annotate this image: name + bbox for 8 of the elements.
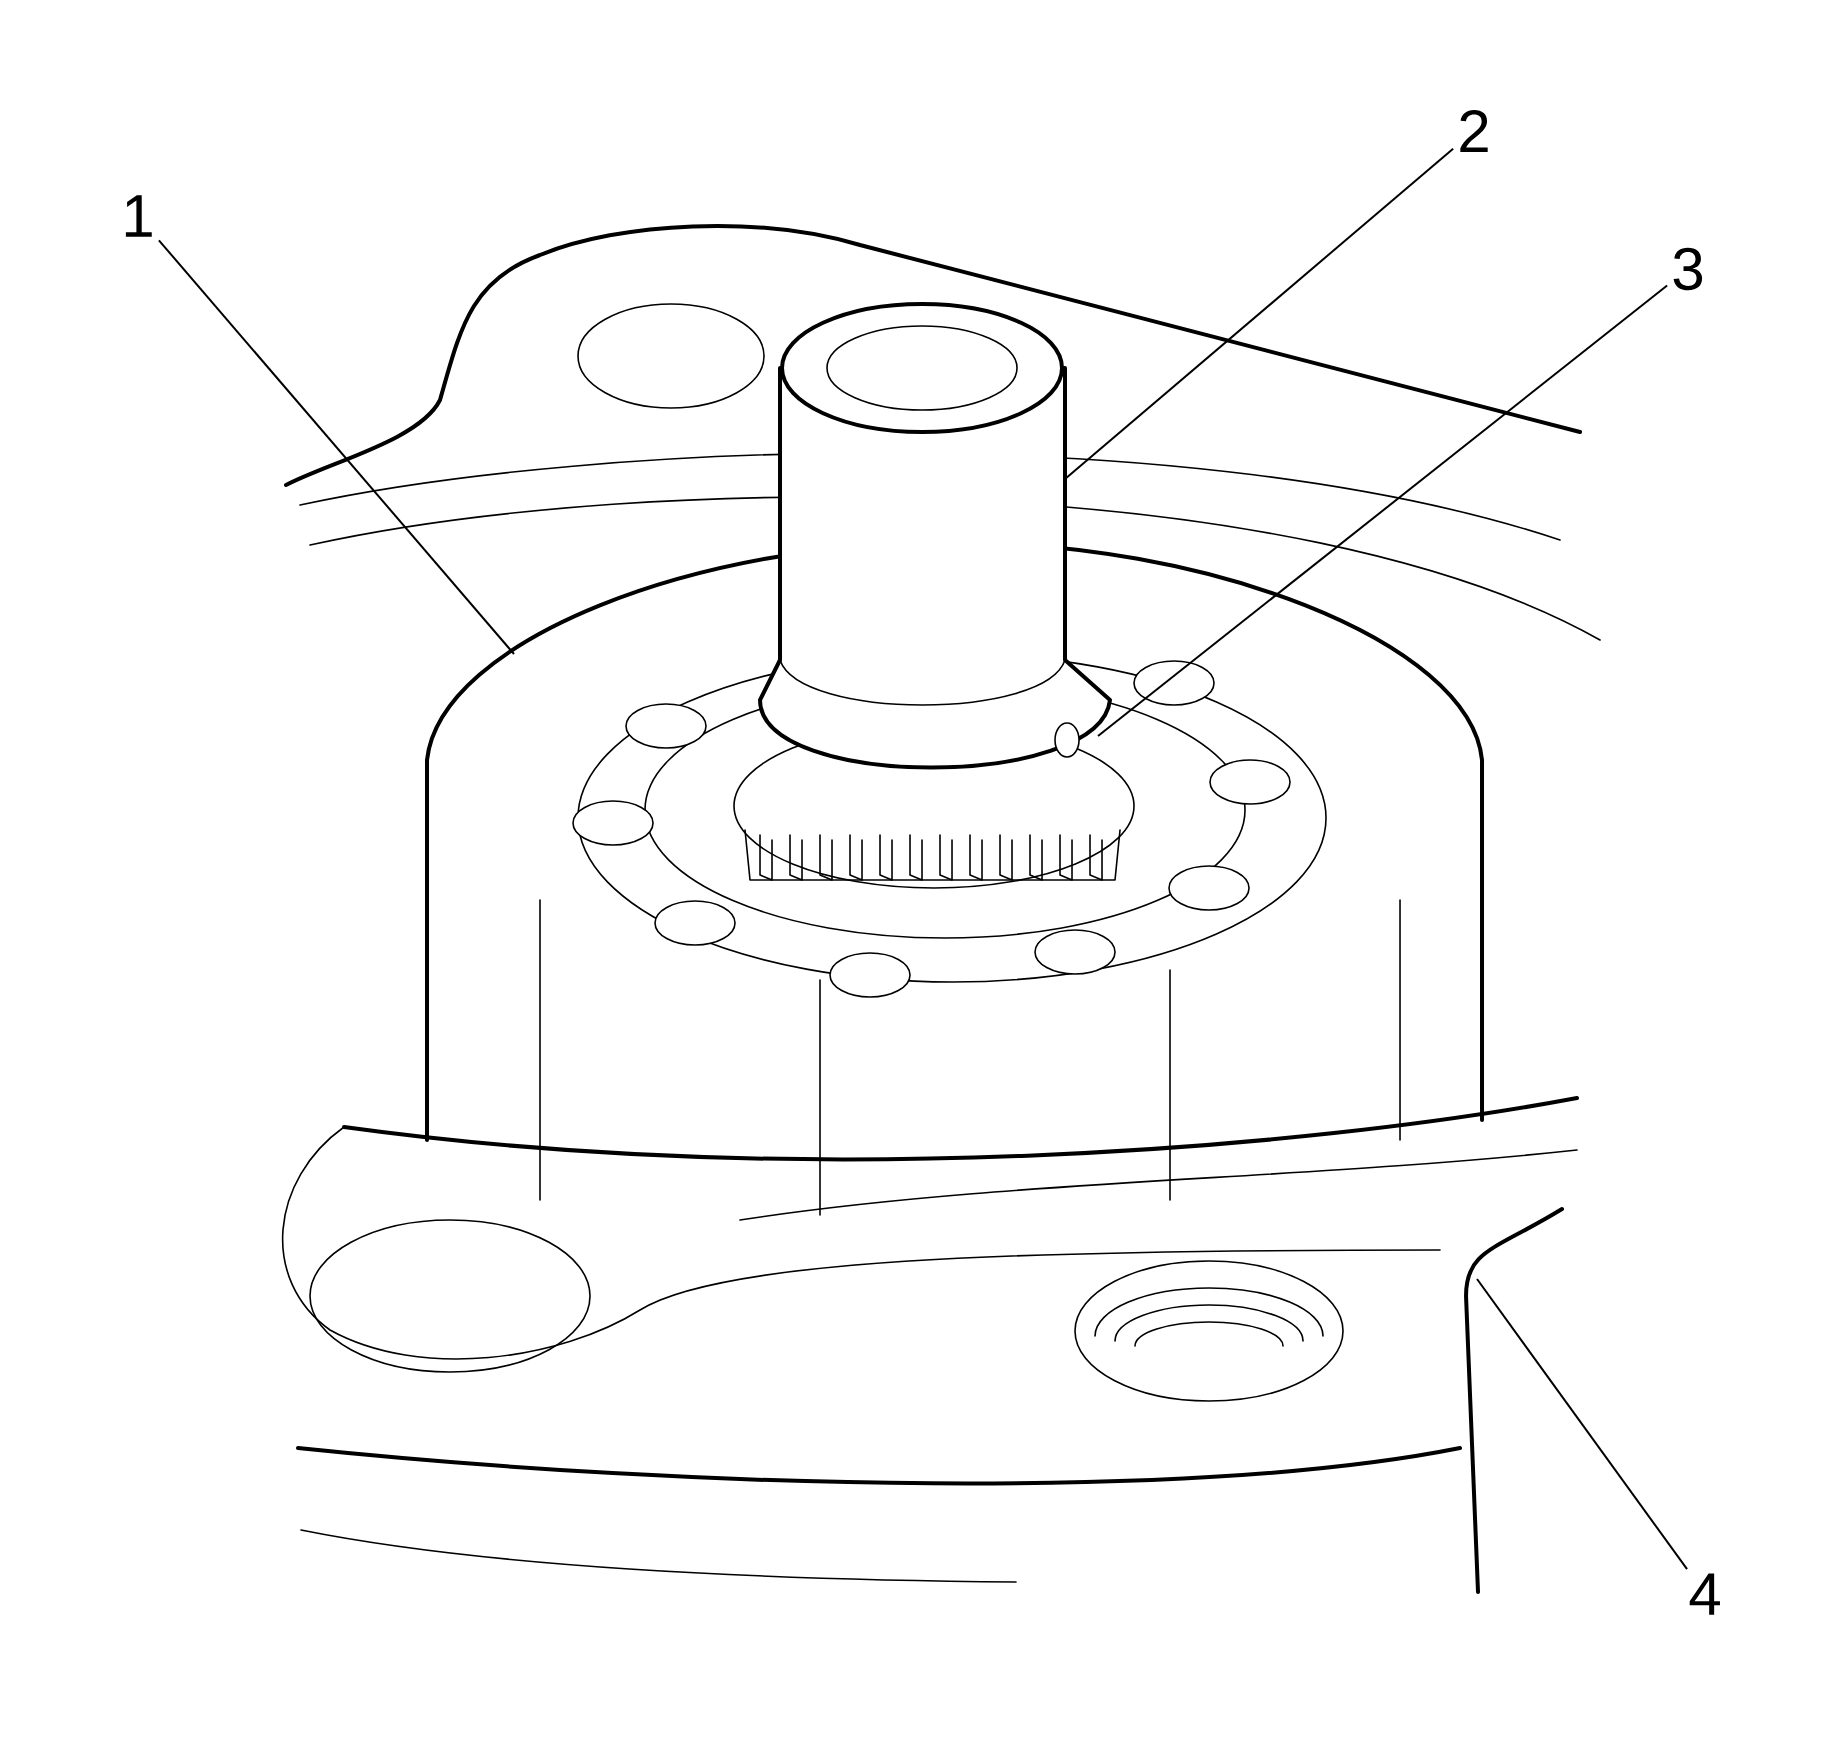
callout-number: 2: [1460, 110, 1488, 152]
callout-number: 3: [1673, 247, 1703, 291]
leader-line: [1476, 1278, 1689, 1571]
leader-line: [1097, 284, 1669, 737]
leader-line: [157, 239, 515, 655]
callout-number: 1: [125, 195, 152, 237]
leader-line: [1064, 147, 1455, 480]
callout-number: 4: [1689, 1573, 1720, 1615]
